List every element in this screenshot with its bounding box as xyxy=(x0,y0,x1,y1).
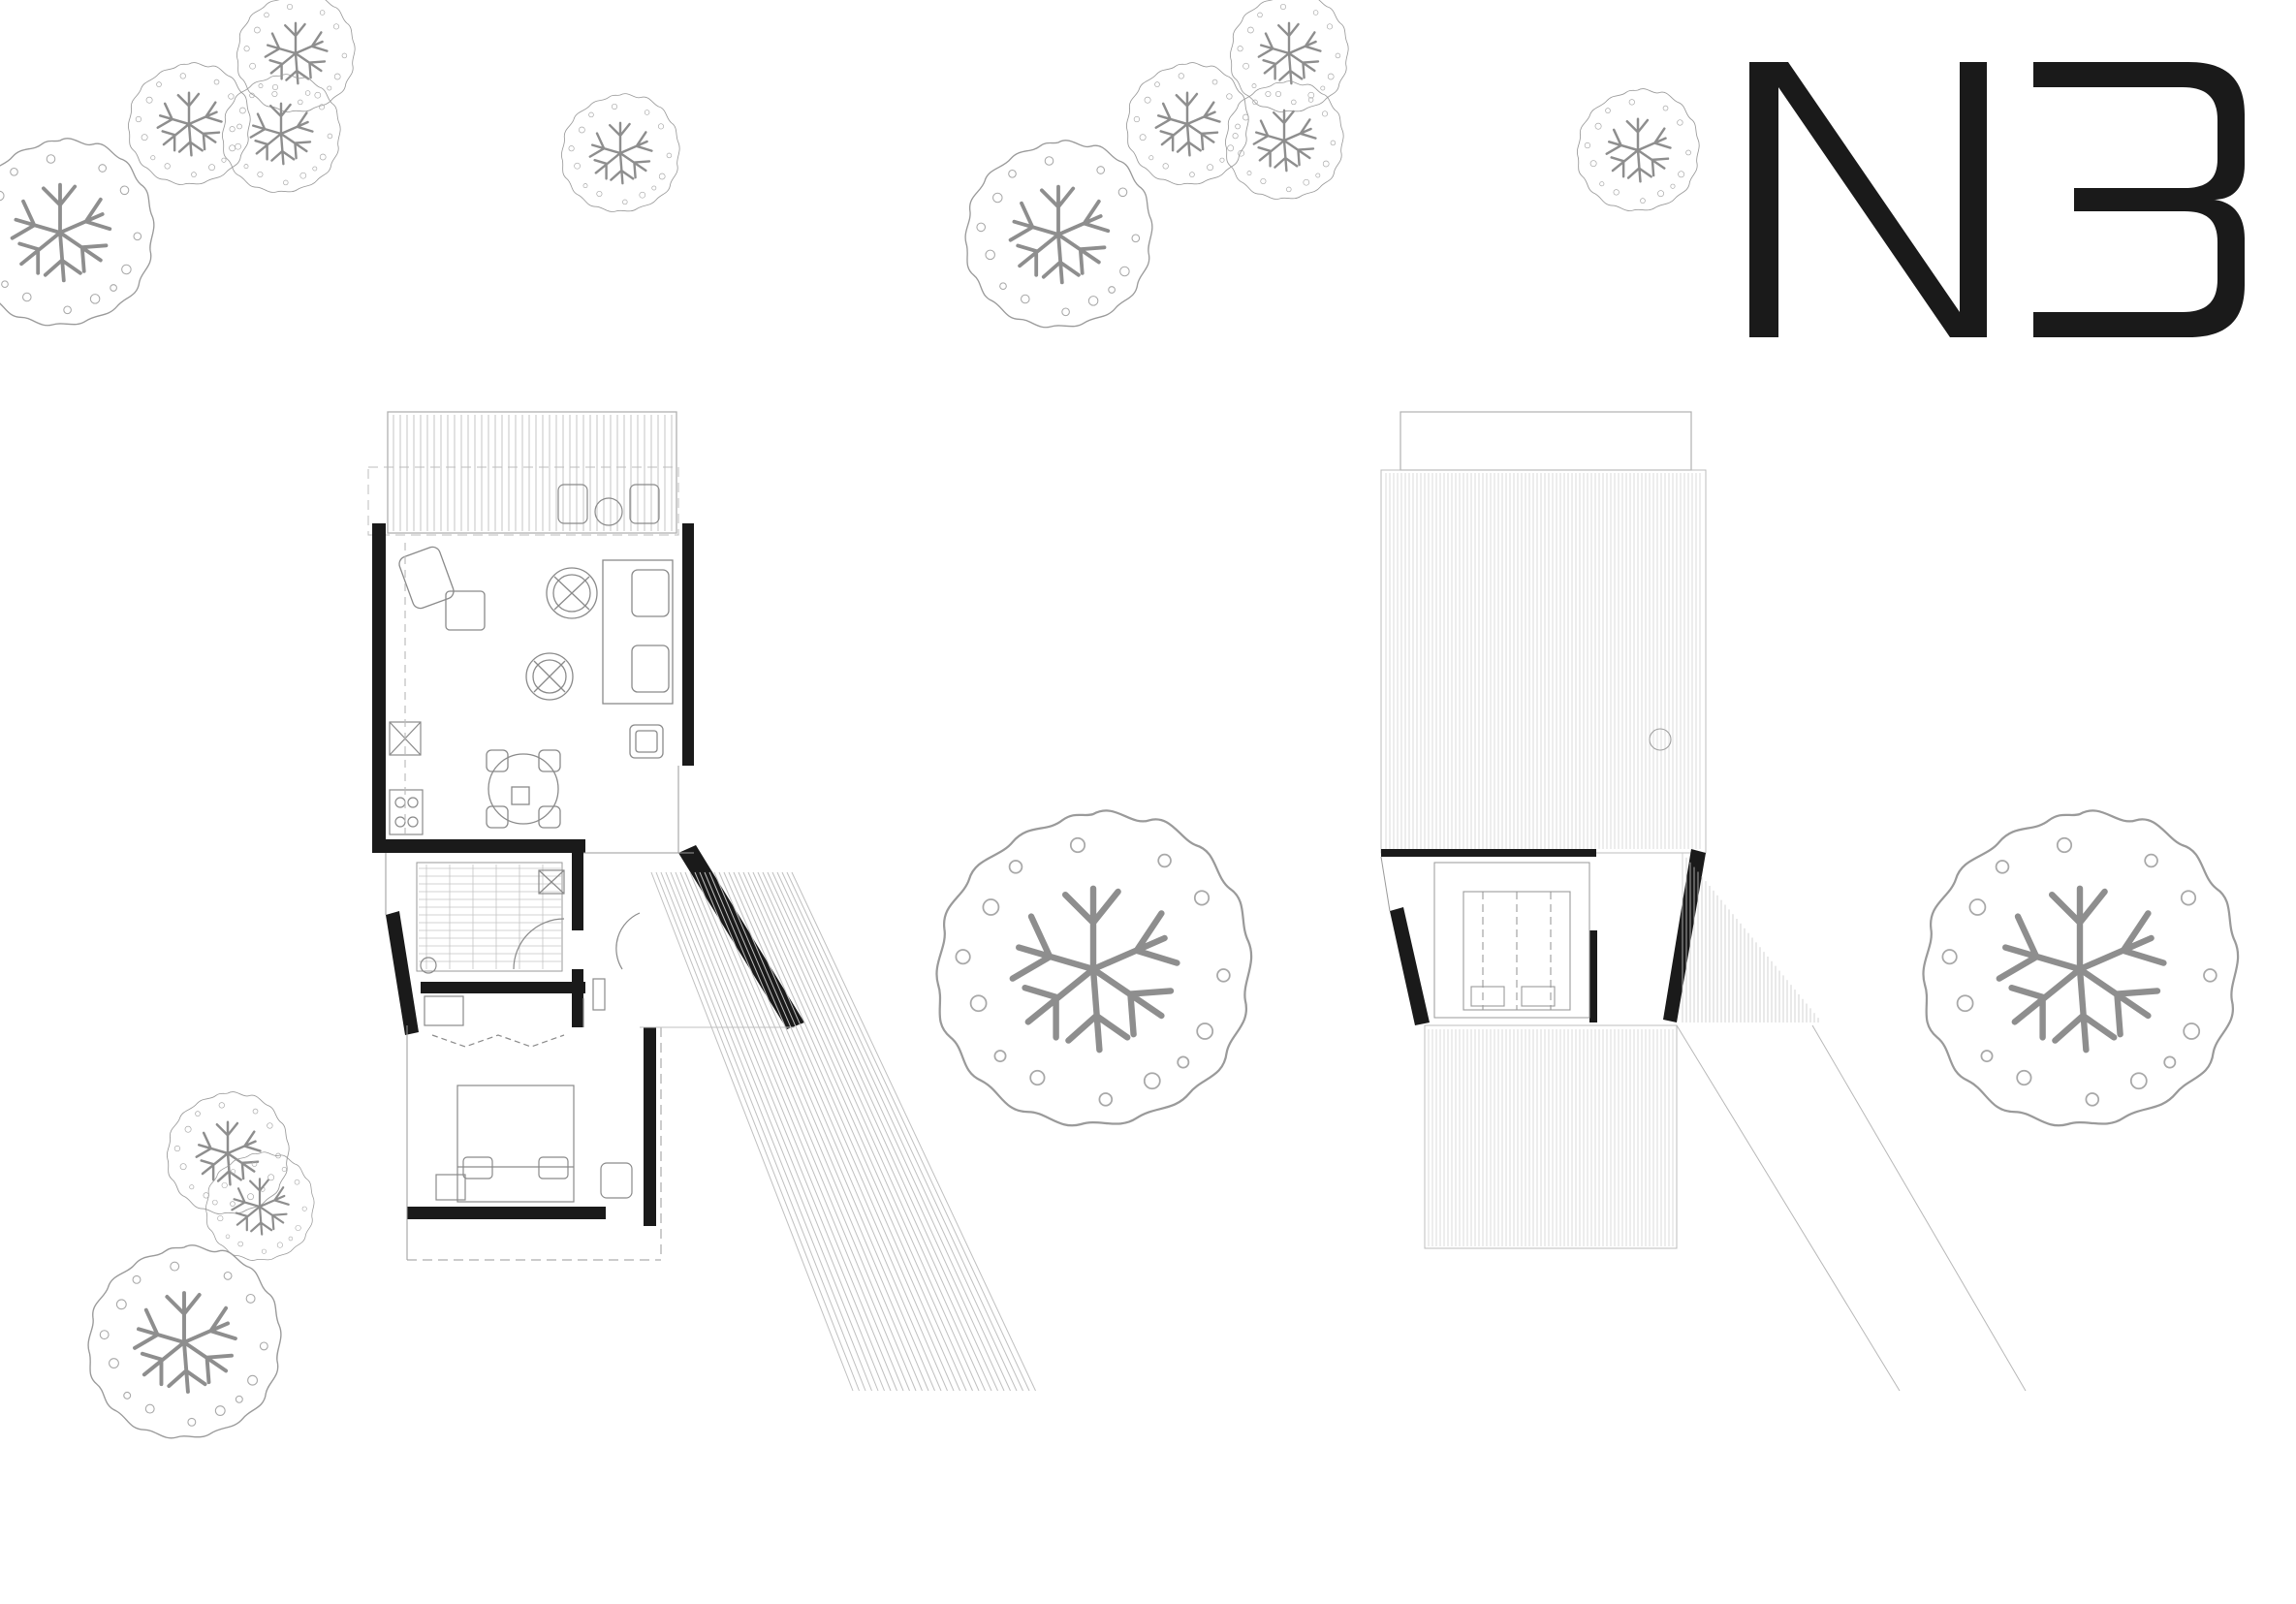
hatch-line xyxy=(738,871,967,1392)
roof-deck-boards xyxy=(1385,473,1701,849)
tree-canopy-icon xyxy=(166,1090,291,1215)
tree-canopy-icon xyxy=(560,92,681,213)
entry-wardrobe xyxy=(424,912,641,1048)
sheet-title: N3 xyxy=(1997,358,1998,360)
tree-canopy-icon xyxy=(0,136,156,328)
tree-canopy-icon xyxy=(1923,810,2238,1125)
bathroom-floor-tiles xyxy=(419,865,562,969)
side-table xyxy=(525,652,574,701)
upper-floor-plan xyxy=(1380,411,2027,1392)
sheet-title-mark xyxy=(1749,62,2245,337)
hatch-line xyxy=(704,871,923,1392)
hatch-line xyxy=(699,871,917,1392)
bathroom-fixtures xyxy=(420,869,565,974)
sofa xyxy=(602,559,674,705)
hatch-line xyxy=(728,871,955,1392)
trees-layer xyxy=(0,0,2238,1440)
tree-canopy-icon xyxy=(1576,87,1701,212)
ottoman xyxy=(445,590,486,631)
hatch-line xyxy=(708,871,929,1392)
hatch-line xyxy=(781,871,1023,1392)
living-room-furniture xyxy=(398,546,674,829)
hatch-line xyxy=(752,871,986,1392)
hatch-line xyxy=(718,871,942,1392)
hatch-line xyxy=(762,871,998,1392)
outdoor-ramp xyxy=(640,871,1036,1392)
hatch-line xyxy=(679,871,892,1392)
wall-outline xyxy=(385,766,694,1261)
hatch-line xyxy=(694,871,910,1392)
roof-overhang-outline xyxy=(367,466,679,536)
hatch-line xyxy=(767,871,1005,1392)
loft-bed xyxy=(1463,891,1571,1011)
tree-canopy-icon xyxy=(963,138,1154,330)
terrace-chairs xyxy=(557,484,660,526)
loft-walls xyxy=(1381,849,1706,1025)
ground-floor-plan xyxy=(367,411,1036,1392)
hatch-line xyxy=(791,871,1036,1392)
tree-canopy-icon xyxy=(86,1242,283,1440)
roof-outline xyxy=(1400,411,1692,471)
dining-table xyxy=(488,753,559,825)
hatch-line xyxy=(665,871,872,1392)
lower-roof-boards xyxy=(1428,1029,1674,1246)
coffee-table xyxy=(546,567,598,619)
stair-void xyxy=(1682,853,1819,1022)
hatch-line xyxy=(670,871,879,1392)
tree-canopy-icon xyxy=(936,810,1251,1125)
tree-canopy-icon xyxy=(204,1150,316,1262)
hatch-line xyxy=(684,871,897,1392)
hatch-line xyxy=(655,871,860,1392)
hatch-line xyxy=(723,871,948,1392)
hatch-line xyxy=(776,871,1018,1392)
hatch-line xyxy=(742,871,973,1392)
upper-ramp-lines xyxy=(1676,1024,2027,1392)
hatch-line xyxy=(713,871,935,1392)
hatch-line xyxy=(650,871,854,1392)
terrace-deck xyxy=(387,411,677,534)
tree-canopy-icon xyxy=(221,73,342,194)
desk-chair xyxy=(629,724,664,759)
double-bed xyxy=(456,1085,575,1203)
tree-canopy-icon xyxy=(1229,0,1350,113)
hatch-line xyxy=(733,871,960,1392)
hatch-line xyxy=(771,871,1011,1392)
loft-outline xyxy=(1380,856,1590,1019)
hatch-line xyxy=(786,871,1030,1392)
kitchen xyxy=(389,543,424,835)
hatch-line xyxy=(675,871,885,1392)
hatch-line xyxy=(660,871,866,1392)
terrace-deck-boards xyxy=(393,415,673,531)
lower-roof xyxy=(1424,1024,1678,1249)
bathroom xyxy=(416,862,563,972)
armchair xyxy=(398,546,455,610)
tree-canopy-icon xyxy=(1125,61,1250,186)
hatch-line xyxy=(747,871,980,1392)
hatch-line xyxy=(689,871,904,1392)
hatch-line xyxy=(757,871,992,1392)
roof-hatch-icon xyxy=(1649,728,1672,751)
bedroom-furniture xyxy=(435,1085,633,1203)
